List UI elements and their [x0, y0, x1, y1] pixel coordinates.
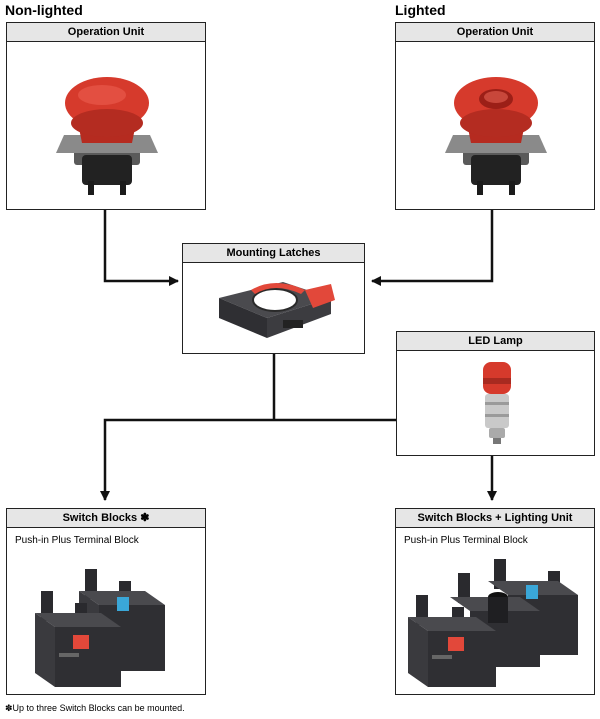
led-lamp-image — [483, 362, 511, 444]
switch-blocks-image — [35, 569, 165, 687]
arrow-to-switch-blocks — [100, 418, 397, 501]
switch-blocks-lighting-image — [408, 559, 578, 687]
arrow-right-to-latch — [371, 210, 494, 286]
lighted-emergency-stop-button-image — [445, 77, 547, 195]
header-non-lighted: Non-lighted — [5, 2, 83, 18]
box-operation-unit-lighted: Operation Unit — [395, 22, 595, 210]
emergency-stop-button-image — [56, 77, 158, 195]
box-switch-blocks: Switch Blocks ✽ Push-in Plus Terminal Bl… — [6, 508, 206, 695]
box-title: Operation Unit — [396, 23, 594, 42]
header-lighted: Lighted — [395, 2, 446, 18]
box-mounting-latches: Mounting Latches — [182, 243, 365, 354]
box-title: Mounting Latches — [183, 244, 364, 263]
mounting-latch-image — [219, 282, 335, 338]
arrow-left-to-latch — [103, 210, 179, 286]
footnote: ✽Up to three Switch Blocks can be mounte… — [5, 703, 185, 713]
box-title: Operation Unit — [7, 23, 205, 42]
switch-blocks-subtitle: Push-in Plus Terminal Block — [15, 535, 139, 546]
box-led-lamp: LED Lamp — [396, 331, 595, 456]
box-title: LED Lamp — [397, 332, 594, 351]
box-title: Switch Blocks + Lighting Unit — [396, 509, 594, 528]
box-switch-blocks-lighting-unit: Switch Blocks + Lighting Unit Push-in Pl… — [395, 508, 595, 695]
box-operation-unit-non-lighted: Operation Unit — [6, 22, 206, 210]
switch-blocks-lighting-subtitle: Push-in Plus Terminal Block — [404, 535, 528, 546]
box-title: Switch Blocks ✽ — [7, 509, 205, 528]
